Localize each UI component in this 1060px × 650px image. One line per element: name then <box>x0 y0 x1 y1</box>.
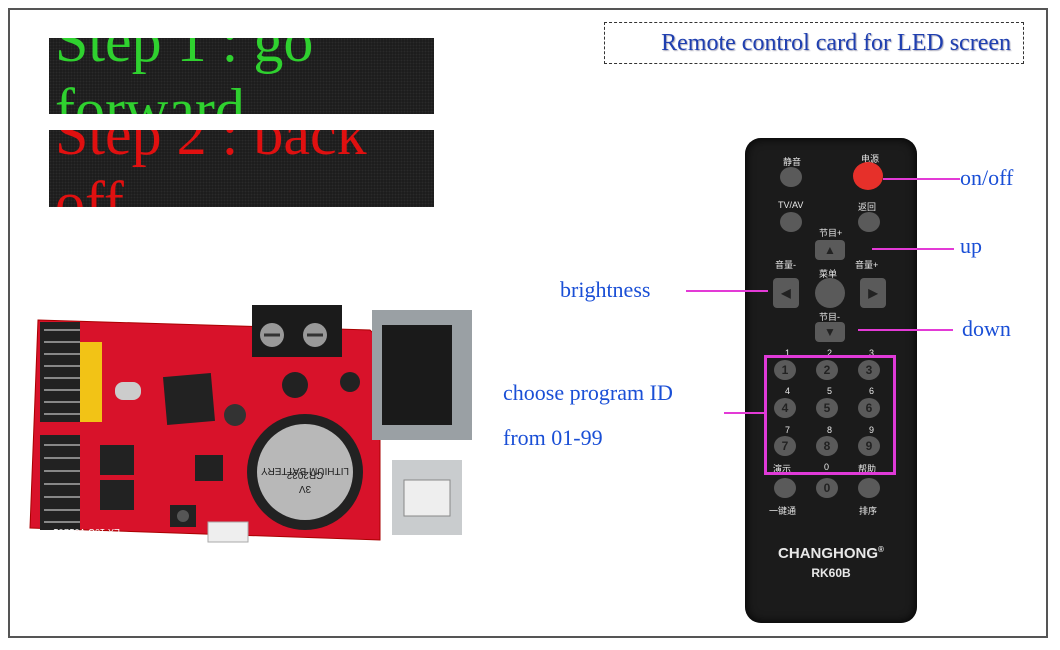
outer-frame <box>8 8 1048 638</box>
up-pointer-line <box>872 248 954 250</box>
key-5-label: 5 <box>827 386 833 396</box>
brightness-label: brightness <box>560 277 651 302</box>
demo-label: 演示 <box>773 464 792 474</box>
program-pointer-line <box>724 412 764 414</box>
board-id: EX-10C-V01S01 <box>53 527 120 537</box>
led-step-2: Step 2 : back off <box>49 130 434 207</box>
menu-button[interactable] <box>815 278 845 308</box>
vol-up-button[interactable]: ▶ <box>860 278 886 308</box>
help-label: 帮助 <box>858 464 877 474</box>
led-control-card-image: LITHIUM BATTERY CR2032 3V EX-10C-V01S01 <box>29 305 472 543</box>
choose-program-label: choose program ID <box>503 380 673 405</box>
key-3-button[interactable]: 3 <box>858 360 880 380</box>
key-6-button[interactable]: 6 <box>858 398 880 418</box>
prog-down-button[interactable]: ▼ <box>815 322 845 342</box>
key-7-button[interactable]: 7 <box>774 436 796 456</box>
brightness-pointer-line <box>686 290 768 292</box>
number-keys-highlight <box>764 355 896 475</box>
power-label: 电源 <box>861 154 880 164</box>
key-5-button[interactable]: 5 <box>816 398 838 418</box>
key-2-label: 2 <box>827 348 833 358</box>
key-6-label: 6 <box>869 386 875 396</box>
up-label: up <box>960 233 982 258</box>
key-3-label: 3 <box>869 348 875 358</box>
prog-up-button[interactable]: ▲ <box>815 240 845 260</box>
battery-label-1: LITHIUM BATTERY <box>261 465 349 476</box>
brand-logo: CHANGHONG® <box>778 545 884 562</box>
battery-label-3: 3V <box>299 483 312 494</box>
key-2-button[interactable]: 2 <box>816 360 838 380</box>
down-pointer-line <box>858 329 953 331</box>
brand-name: CHANGHONG <box>778 545 879 562</box>
prog-down-label: 节目- <box>819 312 840 322</box>
key-0-button[interactable]: 0 <box>816 478 838 498</box>
key-1-button[interactable]: 1 <box>774 360 796 380</box>
onekey-button[interactable] <box>774 478 796 498</box>
onoff-label: on/off <box>960 165 1014 190</box>
remote-control: 静音 电源 TV/AV 返回 节目+ ▲ 音量- ◀ 菜单 音量+ ▶ 节目- … <box>745 138 917 623</box>
key-9-label: 9 <box>869 425 875 435</box>
tvav-label: TV/AV <box>778 200 804 210</box>
key-7-label: 7 <box>785 425 791 435</box>
onekey-label: 一键通 <box>769 506 797 516</box>
page-title: Remote control card for LED screen <box>604 22 1024 64</box>
sort-label: 排序 <box>859 506 878 516</box>
onoff-pointer-line <box>883 178 960 180</box>
key-4-label: 4 <box>785 386 791 396</box>
key-4-button[interactable]: 4 <box>774 398 796 418</box>
back-label: 返回 <box>858 202 877 212</box>
prog-up-label: 节目+ <box>819 228 843 238</box>
vol-up-label: 音量+ <box>855 260 879 270</box>
key-1-label: 1 <box>785 348 791 358</box>
battery-label-2: CR2032 <box>286 469 323 480</box>
down-label: down <box>962 316 1011 341</box>
key-8-label: 8 <box>827 425 833 435</box>
zero-label: 0 <box>824 462 830 472</box>
key-9-button[interactable]: 9 <box>858 436 880 456</box>
tvav-button[interactable] <box>780 212 802 232</box>
mute-button[interactable] <box>780 167 802 187</box>
back-button[interactable] <box>858 212 880 232</box>
program-range-label: from 01-99 <box>503 425 603 450</box>
mute-label: 静音 <box>783 157 802 167</box>
led-step-1: Step 1 : go forward <box>49 38 434 114</box>
menu-label: 菜单 <box>819 269 838 279</box>
vol-down-button[interactable]: ◀ <box>773 278 799 308</box>
key-8-button[interactable]: 8 <box>816 436 838 456</box>
vol-down-label: 音量- <box>775 260 796 270</box>
power-button[interactable] <box>853 162 883 190</box>
model-name: RK60B <box>811 566 851 580</box>
sort-button[interactable] <box>858 478 880 498</box>
